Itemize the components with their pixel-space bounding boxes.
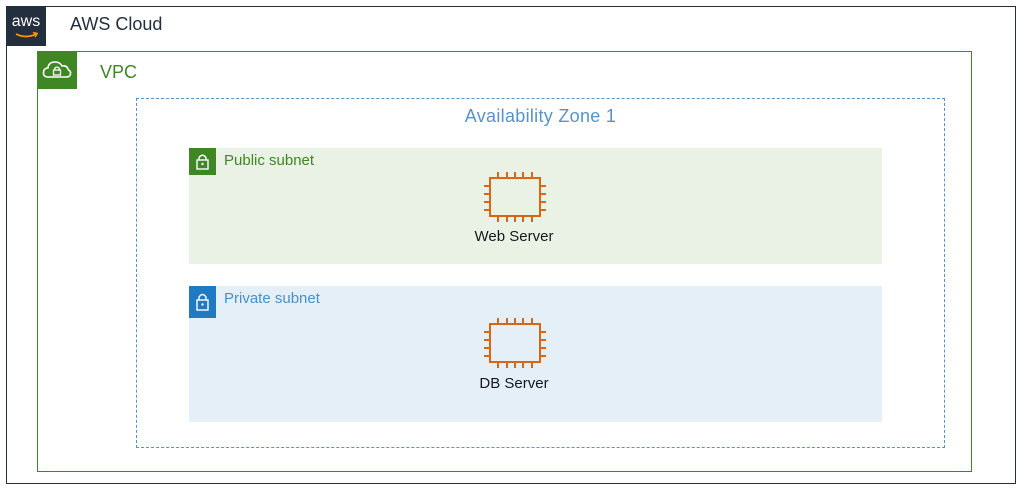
public-subnet-label: Public subnet bbox=[224, 152, 315, 169]
aws-logo-icon: aws bbox=[6, 6, 46, 46]
vpc-group bbox=[37, 51, 972, 472]
db-server-ec2-icon bbox=[480, 318, 550, 368]
aws-cloud-group bbox=[6, 6, 1016, 484]
db-server-label: DB Server bbox=[479, 375, 549, 392]
private-subnet-lock-icon bbox=[189, 286, 216, 318]
aws-cloud-label: AWS Cloud bbox=[70, 14, 163, 34]
public-subnet bbox=[189, 148, 882, 264]
vpc-cloud-lock-icon bbox=[37, 51, 77, 89]
private-subnet-label: Private subnet bbox=[224, 290, 320, 307]
availability-zone-group bbox=[136, 98, 945, 448]
vpc-label: VPC bbox=[100, 62, 138, 82]
web-server-ec2-icon bbox=[480, 172, 550, 222]
private-subnet bbox=[189, 286, 882, 422]
web-server-label: Web Server bbox=[474, 228, 554, 245]
public-subnet-lock-icon bbox=[189, 148, 216, 175]
availability-zone-label: Availability Zone 1 bbox=[464, 106, 617, 126]
aws-logo-text: aws bbox=[11, 13, 41, 30]
